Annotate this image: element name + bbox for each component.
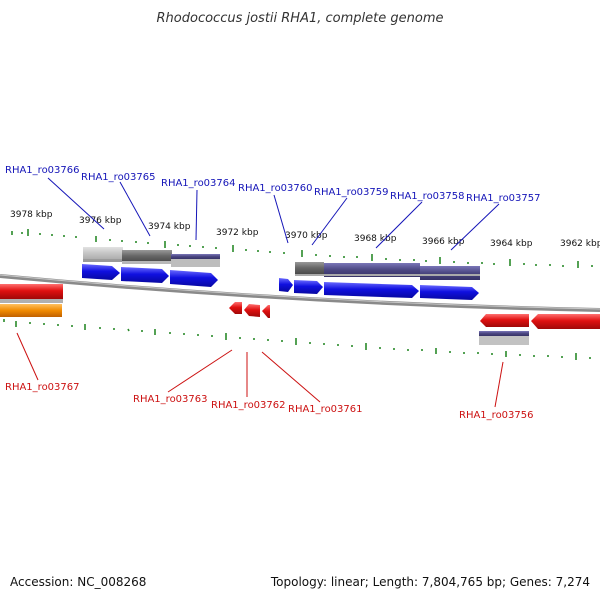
- ortholog-bar: [83, 259, 123, 262]
- ortholog-bar: [295, 274, 480, 276]
- ortholog-bar: [83, 247, 123, 260]
- gene-label-ro03762[interactable]: RHA1_ro03762: [211, 400, 286, 411]
- ortholog-bar: [479, 336, 529, 345]
- gene-arrow-reverse[interactable]: [244, 304, 260, 317]
- ortholog-bar: [122, 261, 172, 264]
- gene-label-ro03763[interactable]: RHA1_ro03763: [133, 394, 208, 405]
- gene-label-ro03758[interactable]: RHA1_ro03758: [390, 191, 465, 202]
- gene-arrow-forward[interactable]: [294, 280, 323, 294]
- gene-label-ro03759[interactable]: RHA1_ro03759: [314, 187, 389, 198]
- forward-genes: [82, 264, 479, 300]
- label-leader-lines: [16, 177, 504, 408]
- genome-backbone: [0, 274, 600, 312]
- gene-arrow-forward[interactable]: [279, 278, 293, 292]
- ortholog-bar: [171, 259, 220, 267]
- scale-label-3974: 3974 kbp: [148, 222, 191, 232]
- gene-label-ro03764[interactable]: RHA1_ro03764: [161, 178, 236, 189]
- gene-arrow-reverse[interactable]: [531, 314, 600, 329]
- gene-label-ro03756[interactable]: RHA1_ro03756: [459, 410, 534, 421]
- genome-backbone-highlight: [0, 274, 600, 310]
- gene-arrow-forward[interactable]: [170, 270, 218, 287]
- ortholog-bar: [171, 254, 220, 259]
- reverse-genes: [0, 284, 600, 345]
- gene-arrow-reverse[interactable]: [262, 305, 270, 318]
- gene-arrow-forward[interactable]: [121, 267, 169, 283]
- ortholog-bar: [122, 250, 172, 262]
- scale-label-3978: 3978 kbp: [10, 210, 53, 220]
- scale-label-3966: 3966 kbp: [422, 237, 465, 247]
- gene-label-ro03757[interactable]: RHA1_ro03757: [466, 193, 541, 204]
- map-title: Rhodococcus jostii RHA1, complete genome: [157, 11, 444, 26]
- gene-label-ro03766[interactable]: RHA1_ro03766: [5, 165, 80, 176]
- ortholog-bar: [0, 299, 63, 303]
- ortholog-bar: [295, 262, 324, 274]
- ortholog-bars-upper: [83, 247, 480, 280]
- scale-label-3970: 3970 kbp: [285, 231, 328, 241]
- scale-label-3972: 3972 kbp: [216, 228, 259, 238]
- gene-label-ro03761[interactable]: RHA1_ro03761: [288, 404, 363, 415]
- ortholog-bar: [420, 266, 480, 280]
- ortholog-bar: [479, 331, 529, 336]
- gene-arrow-reverse[interactable]: [480, 314, 529, 327]
- gene-label-ro03765[interactable]: RHA1_ro03765: [81, 172, 156, 183]
- accession-text: Accession: NC_008268: [10, 575, 146, 589]
- gene-arrow-forward[interactable]: [420, 285, 479, 300]
- scale-label-3962: 3962 kbp: [560, 239, 600, 249]
- gene-arrow-forward[interactable]: [324, 282, 419, 298]
- scale-label-3968: 3968 kbp: [354, 234, 397, 244]
- scale-label-3964: 3964 kbp: [490, 239, 533, 249]
- gene-block-reverse-orange[interactable]: [0, 304, 62, 317]
- lower-scale-ticks: [3, 319, 591, 360]
- ortholog-bar: [324, 263, 420, 277]
- gene-label-ro03760[interactable]: RHA1_ro03760: [238, 183, 313, 194]
- gene-label-ro03767[interactable]: RHA1_ro03767: [5, 382, 80, 393]
- gene-block-reverse[interactable]: [0, 284, 63, 299]
- gene-arrow-forward[interactable]: [82, 264, 120, 280]
- scale-label-3976: 3976 kbp: [79, 216, 122, 226]
- gene-arrow-reverse[interactable]: [229, 302, 242, 314]
- genome-summary-text: Topology: linear; Length: 7,804,765 bp; …: [270, 575, 590, 589]
- upper-scale-ticks: [11, 229, 593, 268]
